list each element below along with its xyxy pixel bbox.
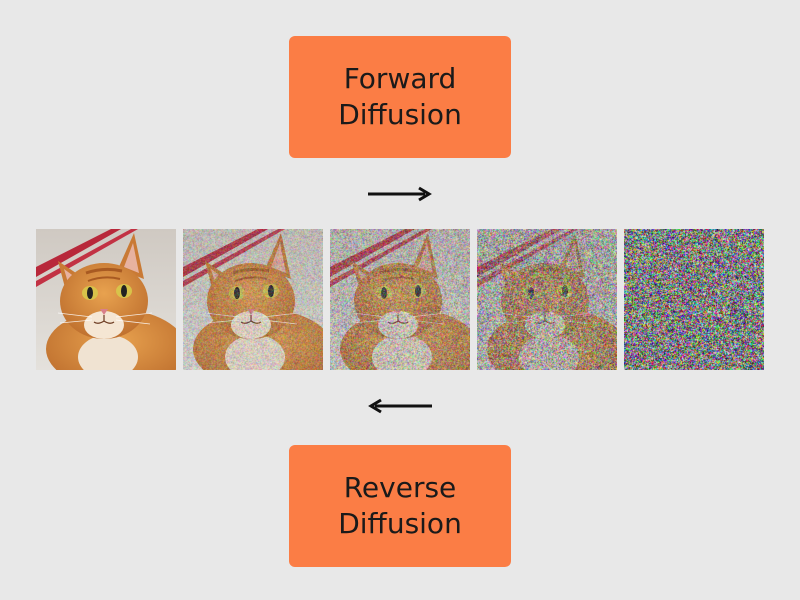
noise-overlay — [330, 229, 470, 370]
image-strip — [36, 229, 764, 370]
reverse-diffusion-label-line1: Reverse — [343, 471, 457, 504]
cat-image-frame-1 — [36, 229, 176, 370]
noise-overlay — [183, 229, 323, 370]
noise-image-frame-5 — [624, 229, 764, 370]
cat-image-frame-4 — [477, 229, 617, 370]
cat-image-frame-3 — [330, 229, 470, 370]
forward-diffusion-label-line1: Forward — [343, 62, 457, 95]
forward-diffusion-box: Forward Diffusion — [289, 36, 511, 158]
arrow-right-icon — [368, 186, 432, 202]
cat-image-frame-2 — [183, 229, 323, 370]
forward-diffusion-label-line2: Diffusion — [338, 98, 462, 131]
noise-overlay — [477, 229, 617, 370]
reverse-diffusion-label-line2: Diffusion — [338, 507, 462, 540]
reverse-diffusion-box: Reverse Diffusion — [289, 445, 511, 567]
noise-overlay — [624, 229, 764, 370]
arrow-left-icon — [368, 398, 432, 414]
